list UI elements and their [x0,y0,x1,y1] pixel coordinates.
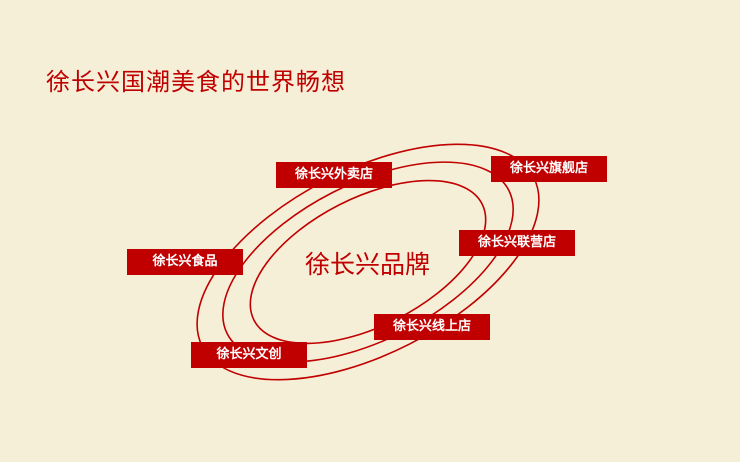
label-creative: 徐长兴文创 [191,342,307,368]
label-takeout: 徐长兴外卖店 [276,162,392,188]
label-food: 徐长兴食品 [127,249,243,275]
center-label: 徐长兴品牌 [305,250,431,279]
label-online: 徐长兴线上店 [374,314,490,340]
label-franchise: 徐长兴联营店 [459,230,575,256]
label-flagship: 徐长兴旗舰店 [491,156,607,182]
page-title: 徐长兴国潮美食的世界畅想 [46,68,346,96]
